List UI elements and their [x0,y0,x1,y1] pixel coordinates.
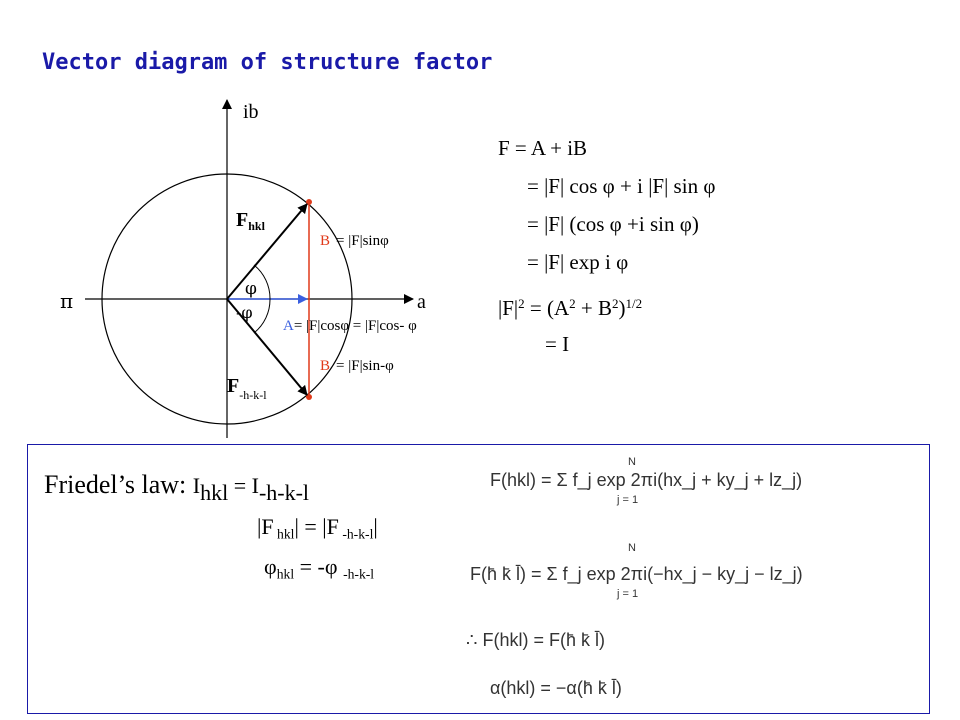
formula-alpha: α(hkl) = −α(h̄ k̄ l̄) [490,678,622,698]
sum-top-2: N [628,542,636,554]
phi-label: φ [245,279,257,299]
b-upper-label: B= |F|sinφ [320,233,389,249]
friedel-law-line-1: Friedel’s law: Ihkl = I-h-k-l [44,470,310,506]
f-hkl-label: Fhkl [236,209,266,233]
formula-therefore: ∴ F(hkl) = F(h̄ k̄ l̄) [466,630,605,650]
friedel-law-box [27,444,930,714]
axis-ib-label: ib [243,101,259,123]
formula-f-hkl: F(hkl) = Σ f_j exp 2πi(hx_j + ky_j + lz_… [490,470,803,490]
vector-diagram: ib a π Fhkl F-h-k-l φ -φ B= |F|sinφ A= |… [60,99,426,438]
formula-f-neg-hkl: F(h̄ k̄ l̄) = Σ f_j exp 2πi(−hx_j − ky_j… [470,564,803,584]
phi-arc-upper [253,264,271,300]
f-neg-hkl-vector [226,298,308,396]
eq-line-6: = I [545,332,570,356]
a-component-label: A= |F|cosφ = |F|cos- φ [283,318,417,334]
eq-line-3: = |F| (cos φ +i sin φ) [527,212,699,236]
axis-pi-label: π [60,289,73,313]
friedel-law-line-2: |F hkl| = |F -h-k-l| [257,514,378,542]
eq-line-1: F = A + iB [498,136,588,160]
sum-top-1: N [628,456,636,468]
b-lower-label: B= |F|sin-φ [320,358,394,374]
f-hkl-vector [226,203,308,300]
axis-a-label: a [417,291,426,313]
neg-phi-label: -φ [236,303,253,322]
sum-bottom-2: j = 1 [617,588,639,600]
eq-line-5: |F|2 = (A2 + B2)1/2 [498,296,643,321]
friedel-law-line-3: φhkl = -φ -h-k-l [264,554,375,582]
eq-line-2: = |F| cos φ + i |F| sin φ [527,174,716,198]
sum-bottom-1: j = 1 [617,494,639,506]
slide-title: Vector diagram of structure factor [42,50,493,75]
eq-line-4: = |F| exp i φ [527,250,629,274]
f-neg-hkl-label: F-h-k-l [227,375,267,402]
phi-arc-lower [253,298,271,334]
